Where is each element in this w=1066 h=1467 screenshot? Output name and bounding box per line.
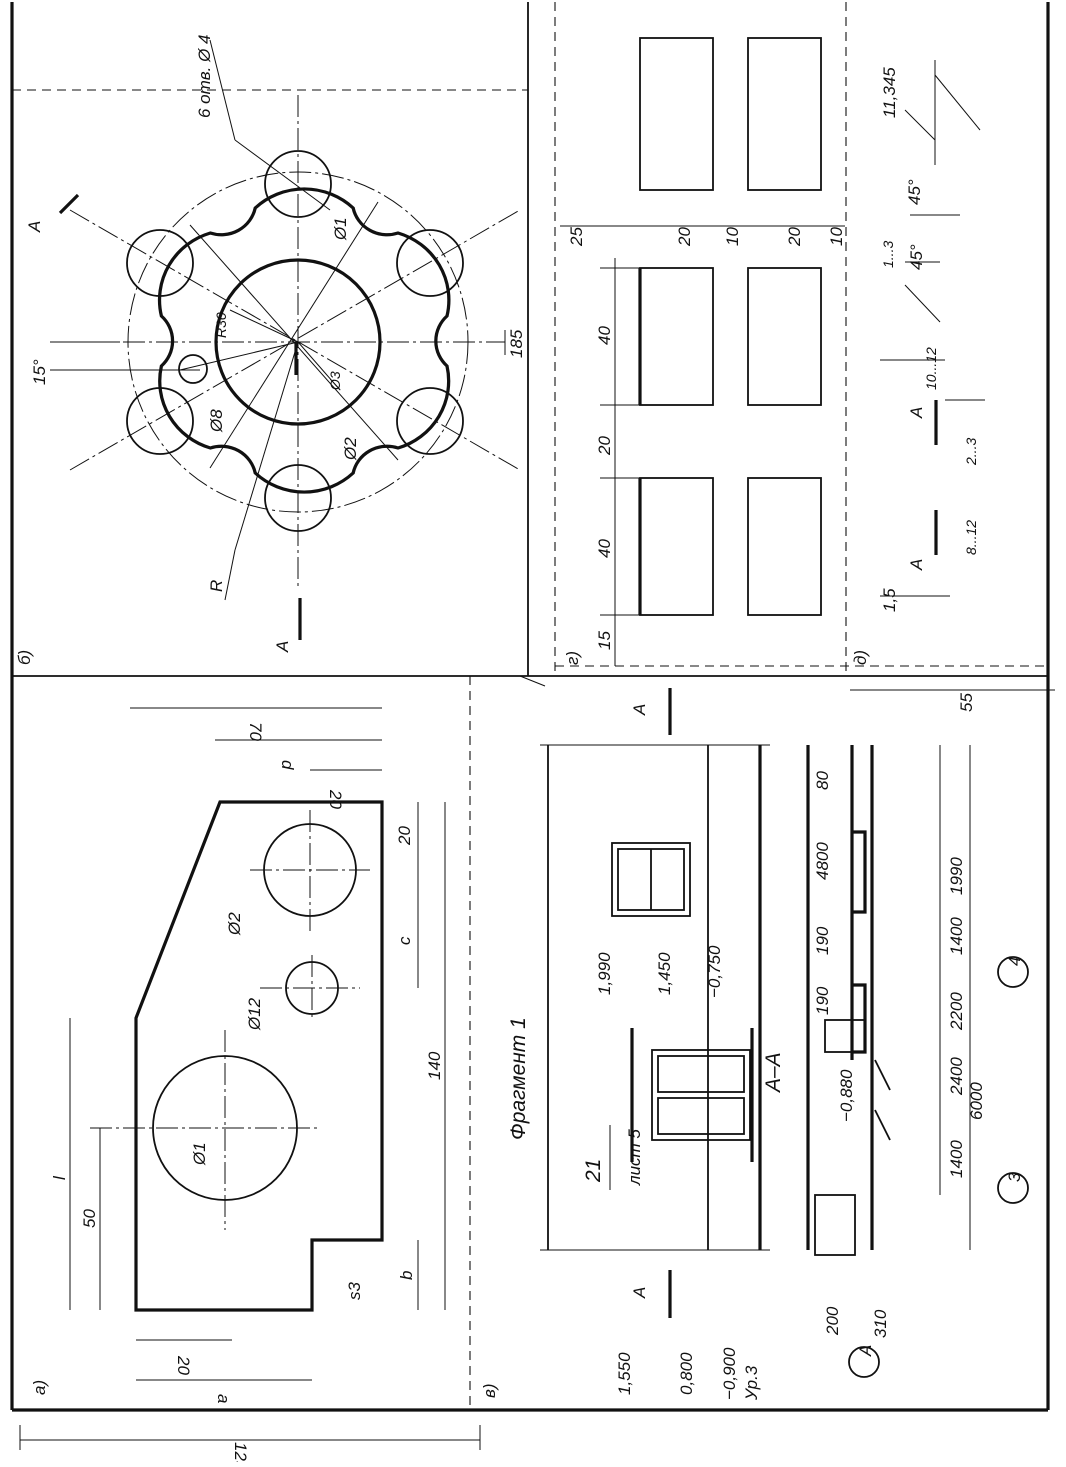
d-mark-0: 11,345 bbox=[880, 67, 899, 118]
a-dim-b: b bbox=[397, 1271, 416, 1280]
axis-4: 4 bbox=[1005, 957, 1024, 966]
dim-top-190b: 190 bbox=[813, 986, 832, 1015]
radius-30-label: R30 bbox=[213, 312, 229, 338]
diam-1-label: Ø1 bbox=[331, 217, 350, 241]
level-left-2: −0,900 bbox=[720, 1347, 739, 1400]
g-dim-v-0: 25 bbox=[567, 227, 586, 247]
level-box: −0,880 bbox=[837, 1069, 856, 1122]
d-mark-6: 8...12 bbox=[963, 520, 979, 555]
panel-v-tag: в) bbox=[480, 1383, 499, 1398]
a-dim-d: d bbox=[278, 760, 297, 770]
diam-2-label: Ø2 bbox=[341, 437, 360, 461]
dim-top-4800: 4800 bbox=[813, 842, 832, 880]
d-mark-5: 2...3 bbox=[963, 438, 979, 466]
g-dim-h-0: 40 bbox=[595, 326, 614, 345]
level-left-1: 0,800 bbox=[677, 1352, 696, 1395]
panel-b-tag: б) bbox=[15, 650, 34, 665]
chain-1400b: 1400 bbox=[947, 1140, 966, 1178]
panel-g-tag: г) bbox=[563, 651, 582, 665]
g-dim-v-1: 20 bbox=[675, 227, 694, 247]
g-dim-h-1: 20 bbox=[595, 436, 614, 456]
section-a-top: A bbox=[25, 221, 44, 233]
svg-text:A: A bbox=[630, 704, 649, 716]
d-mark-8: 55 bbox=[957, 693, 976, 712]
level-left-0: 1,550 bbox=[615, 1352, 634, 1395]
angle-label: 15° bbox=[30, 359, 49, 385]
dim-185: 185 bbox=[507, 329, 526, 358]
a-dim-20b: 20 bbox=[395, 826, 414, 846]
radius-label: R bbox=[207, 580, 226, 592]
svg-text:A: A bbox=[630, 1287, 649, 1299]
g-dim-v-4: 10 bbox=[827, 227, 846, 246]
a-dim-l: l bbox=[50, 1175, 69, 1180]
svg-text:A: A bbox=[907, 407, 926, 419]
dim-total: 6000 bbox=[967, 1082, 986, 1120]
a-thickness: s3 bbox=[345, 1282, 364, 1301]
level-top-1: 1,450 bbox=[655, 952, 674, 995]
a-width: 125 bbox=[231, 1442, 250, 1462]
sheet-ref-text: лист 5 bbox=[625, 1129, 644, 1186]
fragment-title: Фрагмент 1 bbox=[507, 1017, 530, 1140]
level-left-3: Ур.3 bbox=[742, 1365, 761, 1401]
dim-top-190a: 190 bbox=[813, 926, 832, 955]
level-top-2: −0,750 bbox=[705, 945, 724, 998]
panel-b-flange: б) 6 отв. Ø 4 Ø1 bbox=[15, 34, 526, 665]
axis-3: 3 bbox=[1005, 1172, 1024, 1182]
d-mark-2: 45° bbox=[907, 244, 926, 270]
diam-3-label: Ø3 bbox=[327, 371, 343, 391]
diam-8-label: Ø8 bbox=[207, 409, 226, 433]
section-title: А–А bbox=[762, 1052, 785, 1094]
d-mark-3: 1...3 bbox=[880, 241, 896, 268]
panel-a-plate: а) 70 d 20 20 c 140 b 20 a 50 l bbox=[19, 707, 481, 1467]
a-dim-140: 140 bbox=[425, 1051, 444, 1080]
a-dim-70: 70 bbox=[246, 722, 265, 741]
holes-note: 6 отв. Ø 4 bbox=[195, 34, 214, 118]
dim-left-200: 200 bbox=[823, 1306, 842, 1336]
g-dim-h-2: 40 bbox=[595, 539, 614, 558]
a-dim-20c: 20 bbox=[174, 1355, 193, 1375]
d-mark-4: 10...12 bbox=[923, 347, 939, 390]
a-diam-1: Ø1 bbox=[190, 1142, 209, 1166]
chain-2400: 2400 bbox=[947, 1057, 966, 1096]
panel-a-tag: а) bbox=[30, 1380, 49, 1395]
a-diam-2: Ø2 bbox=[225, 912, 244, 936]
sheet-ref-num: 21 bbox=[582, 1159, 605, 1183]
g-dim-h-3: 15 bbox=[595, 631, 614, 650]
chain-2200: 2200 bbox=[947, 992, 966, 1031]
g-dim-v-3: 20 bbox=[785, 227, 804, 247]
g-dim-v-2: 10 bbox=[723, 227, 742, 246]
dim-left-310: 310 bbox=[871, 1309, 890, 1338]
panel-g-window-grid: г) 25 20 10 20 10 40 20 40 15 bbox=[560, 37, 846, 666]
chain-1400a: 1400 bbox=[947, 917, 966, 955]
dim-top-80: 80 bbox=[813, 771, 832, 790]
a-diam-12: Ø12 bbox=[245, 997, 264, 1031]
a-dim-a: a bbox=[214, 1394, 233, 1403]
a-dim-50: 50 bbox=[80, 1209, 99, 1228]
a-dim-20a: 20 bbox=[326, 789, 345, 809]
section-a-bottom: A bbox=[273, 641, 292, 653]
d-mark-1: 45° bbox=[905, 179, 924, 205]
panel-d-marks: д) 11,345 45° 45° 1...3 10...12 2...3 8.… bbox=[850, 60, 1055, 712]
d-mark-7: 1,5 bbox=[880, 588, 899, 612]
level-top-0: 1,990 bbox=[595, 952, 614, 995]
chain-1990: 1990 bbox=[947, 857, 966, 895]
panel-v-fragment: в) Фрагмент 1 21 лист 5 А–А 1,990 1,450 … bbox=[480, 688, 1029, 1401]
panel-d-tag: д) bbox=[851, 650, 870, 665]
axis-a: A bbox=[856, 1345, 875, 1357]
a-dim-c: c bbox=[395, 936, 414, 945]
svg-text:A: A bbox=[907, 559, 926, 571]
sheet-frame bbox=[10, 2, 1050, 1412]
